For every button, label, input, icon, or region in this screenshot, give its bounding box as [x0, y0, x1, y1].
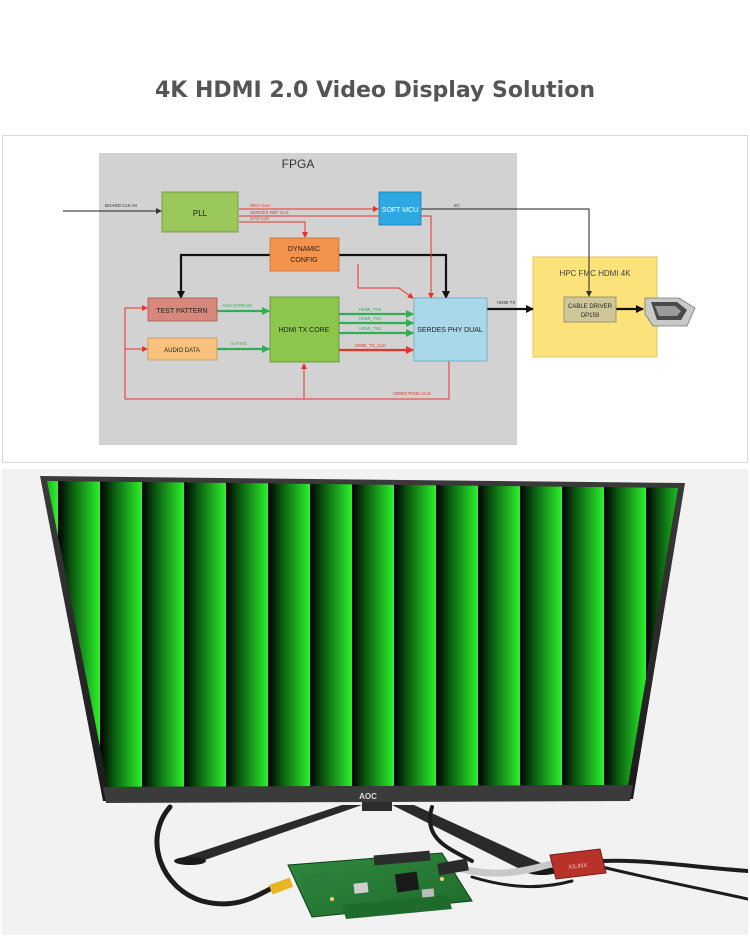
- serdes-ref-clk-label: SERDES REF CLK: [250, 210, 289, 215]
- mcu-clk-label: MCU CLK: [250, 203, 270, 208]
- hdmi-tx2-label: HDMI_TX2: [359, 326, 382, 331]
- hdmi-tx-core-block: [269, 296, 340, 363]
- audio-data-block: [147, 337, 218, 361]
- hdmi-tx-core-label: HDMI TX CORE: [279, 327, 330, 334]
- hdmi-tx-clk-label: HDMI_TX_CLK: [355, 343, 386, 348]
- config-to-pattern-wire: [177, 253, 270, 299]
- page-title: 4K HDMI 2.0 Video Display Solution: [154, 78, 596, 103]
- monitor-brand-logo: AOC: [359, 792, 377, 801]
- iic-label: IIC: [454, 203, 461, 208]
- cable-driver-label-1: CABLE DRIVER: [568, 304, 613, 310]
- cable-driver-block: [563, 296, 617, 323]
- test-pattern-label: TEST PATTERN: [156, 308, 207, 315]
- audio-data-label: AUDIO DATA: [164, 348, 200, 354]
- board-clk-in-label: BOARD CLK IN: [105, 203, 137, 208]
- platform-cable-dongle: XILINX: [549, 848, 607, 880]
- serdes-phy-block: [413, 297, 488, 362]
- hdmi-port-icon: [644, 297, 696, 327]
- dynamic-config-block: [269, 237, 340, 272]
- dynamic-config-label-1: DYNAMIC: [288, 246, 320, 253]
- dongle-label: XILINX: [568, 863, 588, 871]
- product-photo: AOC XILINX: [2, 469, 750, 935]
- video-pixel-clk-wire: [124, 305, 450, 400]
- axi4-stream-label: AXI4-STREAM: [222, 303, 252, 308]
- test-pattern-block: [147, 297, 218, 322]
- hpc-fmc-label: HPC FMC HDMI 4K: [559, 269, 631, 278]
- iic-wire: [421, 208, 592, 297]
- soft-mcu-block: [378, 191, 422, 226]
- hdmi-tx1-label: HDMI_TX1: [359, 316, 382, 321]
- fpga-board: [268, 850, 473, 919]
- video-pixel-clk-label: VIDEO PIXEL CLK: [393, 391, 431, 396]
- serdes-phy-label: SERDES PHY DUAL: [417, 327, 483, 334]
- config-to-serdes-wire: [339, 253, 450, 299]
- cable-driver-label-2: DP159: [581, 313, 600, 319]
- block-diagram-panel: FPGA HPC FMC HDMI 4K PLL SOFT MCU DYNAMI…: [2, 135, 748, 463]
- hdmi-tx-label: HDMI TX: [497, 300, 515, 305]
- sys-clk-wire: [239, 221, 308, 238]
- pll-label: PLL: [193, 209, 208, 218]
- monitor-chin: [103, 785, 633, 803]
- pll-block: [161, 191, 239, 233]
- soft-mcu-label: SOFT MCU: [382, 207, 418, 214]
- dynamic-config-label-2: CONFIG: [290, 257, 317, 264]
- native-label: NATIVE: [231, 341, 247, 346]
- block-diagram: FPGA HPC FMC HDMI 4K PLL SOFT MCU DYNAMI…: [63, 153, 696, 445]
- fpga-label: FPGA: [282, 157, 315, 171]
- serdes-ref-clk-wire: [239, 215, 434, 299]
- monitor-screen: [47, 481, 678, 787]
- config-to-serdes-red-wire: [357, 264, 414, 299]
- monitor-photo: AOC XILINX: [40, 476, 750, 919]
- sys-clk-label: SYS CLK: [250, 216, 269, 221]
- hdmi-tx0-label: HDMI_TX0: [359, 307, 382, 312]
